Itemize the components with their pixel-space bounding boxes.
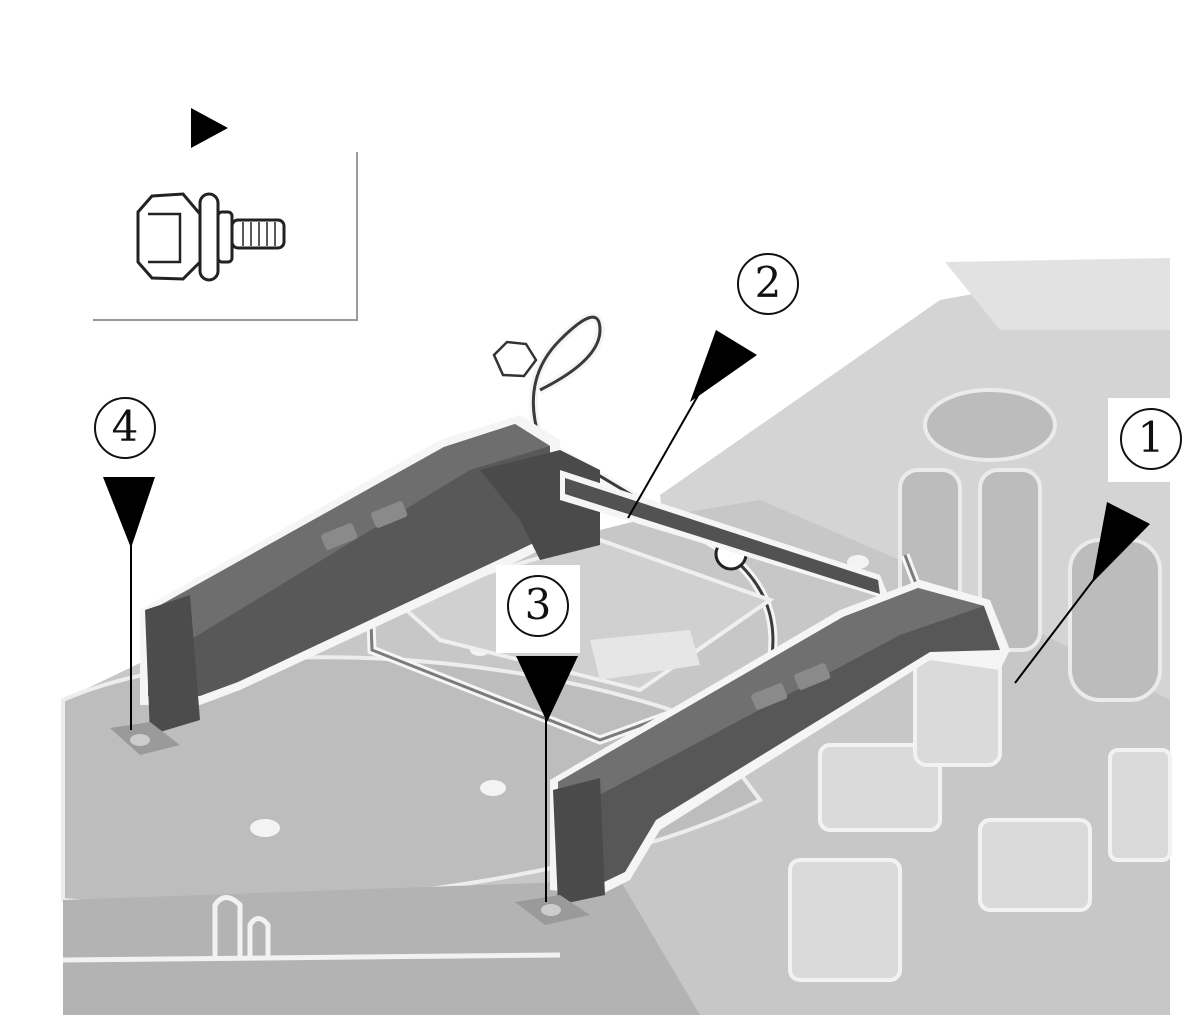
- fastener-legend: [93, 108, 358, 321]
- right-bracket: [515, 580, 1010, 925]
- pointer-1-icon: [1092, 502, 1150, 583]
- callout-2: 2: [737, 253, 799, 315]
- pointer-3-icon: [516, 656, 578, 722]
- callout-1: 1: [1120, 408, 1182, 470]
- pointer-4-icon: [103, 477, 155, 548]
- leader-line-2: [627, 391, 701, 519]
- left-bracket: [110, 415, 600, 755]
- flange-bolt-icon: [136, 192, 286, 282]
- wire-harness: [365, 312, 936, 745]
- callout-3: 3: [507, 575, 569, 637]
- pointer-2-icon: [690, 330, 757, 402]
- legend-frame: [93, 152, 358, 321]
- callout-4: 4: [94, 397, 156, 459]
- legend-pointer-icon: [191, 108, 228, 148]
- connector-icon: [492, 340, 538, 378]
- crossbar: [560, 470, 890, 600]
